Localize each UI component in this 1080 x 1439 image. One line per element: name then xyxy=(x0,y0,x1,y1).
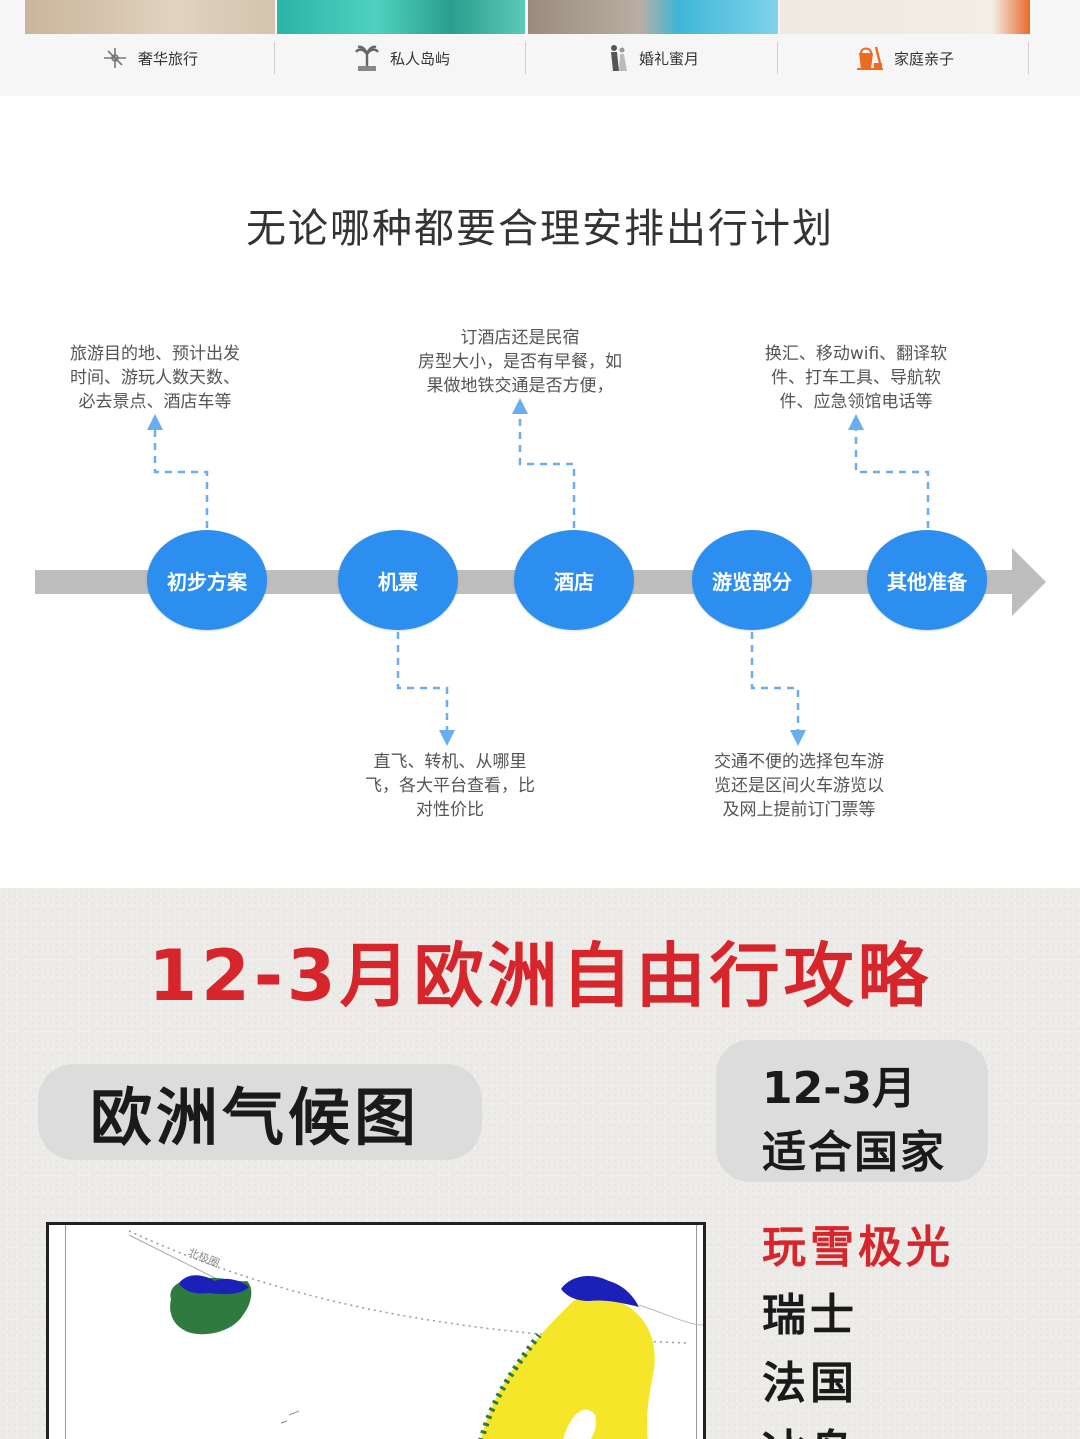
timeline-step-initial-plan: 初步方案 xyxy=(147,530,267,630)
category-photo-island[interactable] xyxy=(277,0,525,34)
category-private-island[interactable]: 私人岛屿 xyxy=(277,40,527,76)
step-description-sightseeing: 交通不便的选择包车游 览还是区间火车游览以 及网上提前订门票等 xyxy=(714,752,884,820)
bucket-spade-icon xyxy=(856,45,884,71)
category-label: 私人岛屿 xyxy=(389,49,450,68)
country-category-snow-aurora: 玩雪极光 xyxy=(762,1222,954,1273)
season-countries-badge: 12-3月 适合国家 xyxy=(716,1040,988,1182)
climate-map-label: 欧洲气候图 xyxy=(90,1081,421,1154)
dashed-connectors xyxy=(153,412,930,732)
propeller-plane-icon xyxy=(102,45,128,71)
category-divider xyxy=(777,42,778,74)
season-months: 12-3月 xyxy=(762,1063,917,1114)
category-label: 奢华旅行 xyxy=(137,49,198,68)
category-divider xyxy=(1028,42,1029,74)
timeline-step-sightseeing: 游览部分 xyxy=(692,530,812,630)
step-description-hotel: 订酒店还是民宿 房型大小，是否有早餐，如 果做地铁交通是否方便， xyxy=(418,328,622,396)
connector-arrowheads xyxy=(147,398,864,746)
timeline-step-flights: 机票 xyxy=(338,530,458,630)
category-wedding-honeymoon[interactable]: 婚礼蜜月 xyxy=(528,40,778,76)
timeline-step-hotel: 酒店 xyxy=(514,530,634,630)
plan-title: 无论哪种都要合理安排出行计划 xyxy=(246,206,834,252)
country-france: 法国 xyxy=(762,1358,858,1409)
category-photo-honeymoon[interactable] xyxy=(528,0,778,34)
category-label: 婚礼蜜月 xyxy=(638,49,699,68)
season-subtitle: 适合国家 xyxy=(762,1127,946,1178)
scandinavia-shape xyxy=(481,1293,655,1439)
category-photo-luxury[interactable] xyxy=(25,0,275,34)
category-photo-family[interactable] xyxy=(780,0,1030,34)
timeline-arrowhead xyxy=(1012,548,1046,616)
recommended-country-list: 玩雪极光 瑞士 法国 冰岛 xyxy=(762,1214,954,1439)
couple-icon xyxy=(607,44,629,72)
step-description-other-prep: 换汇、移动wifi、翻译软 件、打车工具、导航软 件、应急领馆电话等 xyxy=(764,344,948,412)
europe-guide-section: 12-3月欧洲自由行攻略 欧洲气候图 12-3月 适合国家 北极圈 xyxy=(0,888,1080,1439)
step-description-flights: 直飞、转机、从哪里 飞，各大平台查看，比 对性价比 xyxy=(365,752,535,820)
step-description-initial-plan: 旅游目的地、预计出发 时间、游玩人数天数、 必去景点、酒店车等 xyxy=(70,344,240,412)
climate-map-drawing: 北极圈 xyxy=(128,1230,703,1439)
palm-island-icon xyxy=(354,44,380,72)
country-switzerland: 瑞士 xyxy=(762,1290,858,1341)
category-strip: 奢华旅行 私人岛屿 婚礼蜜月 家庭亲子 xyxy=(0,0,1080,96)
category-label: 家庭亲子 xyxy=(893,49,954,68)
category-family-kids[interactable]: 家庭亲子 xyxy=(780,40,1030,76)
europe-guide-title: 12-3月欧洲自由行攻略 xyxy=(148,935,932,1017)
category-divider xyxy=(274,42,275,74)
category-divider xyxy=(525,42,526,74)
timeline-step-other-prep: 其他准备 xyxy=(867,530,987,630)
category-luxury-travel[interactable]: 奢华旅行 xyxy=(25,40,275,76)
country-iceland: 冰岛 xyxy=(762,1418,954,1439)
europe-climate-map: 北极圈 xyxy=(46,1222,706,1439)
climate-map-badge: 欧洲气候图 xyxy=(38,1064,482,1160)
